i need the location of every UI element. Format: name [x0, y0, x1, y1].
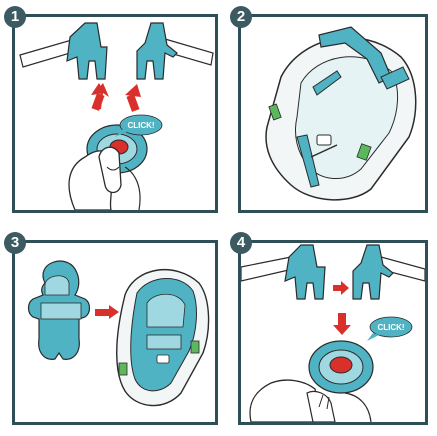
step-1-illustration: CLICK!	[15, 17, 215, 210]
step-3-illustration	[15, 243, 215, 422]
step-1-panel: CLICK!	[12, 14, 218, 213]
red-arrow-icon	[95, 305, 119, 319]
latch-connector-icon	[285, 245, 325, 299]
release-button-icon	[309, 341, 373, 393]
step-2-badge: 2	[230, 6, 252, 28]
step-2-illustration	[241, 17, 425, 210]
step-4-illustration: CLICK!	[241, 243, 425, 422]
step-1-badge: 1	[4, 6, 26, 28]
step-3-badge: 3	[4, 232, 26, 254]
step-2-panel	[238, 14, 428, 213]
step-3-panel	[12, 240, 218, 425]
click-callout: CLICK!	[127, 121, 154, 130]
red-arrow-icon	[333, 281, 349, 295]
red-arrow-icon	[125, 84, 141, 112]
latch-connector-icon	[353, 245, 393, 299]
infant-carrier-icon	[266, 27, 416, 200]
infant-carrier-icon	[117, 270, 209, 406]
latch-connector-icon	[67, 23, 107, 79]
step-4-panel: CLICK!	[238, 240, 428, 425]
step-4-badge: 4	[230, 232, 252, 254]
latch-connector-icon	[137, 23, 177, 79]
red-arrow-icon	[333, 313, 351, 335]
speech-bubble-icon: CLICK!	[367, 317, 412, 341]
click-callout: CLICK!	[377, 323, 404, 332]
red-arrow-icon	[91, 83, 109, 111]
speech-bubble-icon: CLICK!	[115, 115, 162, 137]
body-insert-cushion-icon	[29, 261, 90, 359]
